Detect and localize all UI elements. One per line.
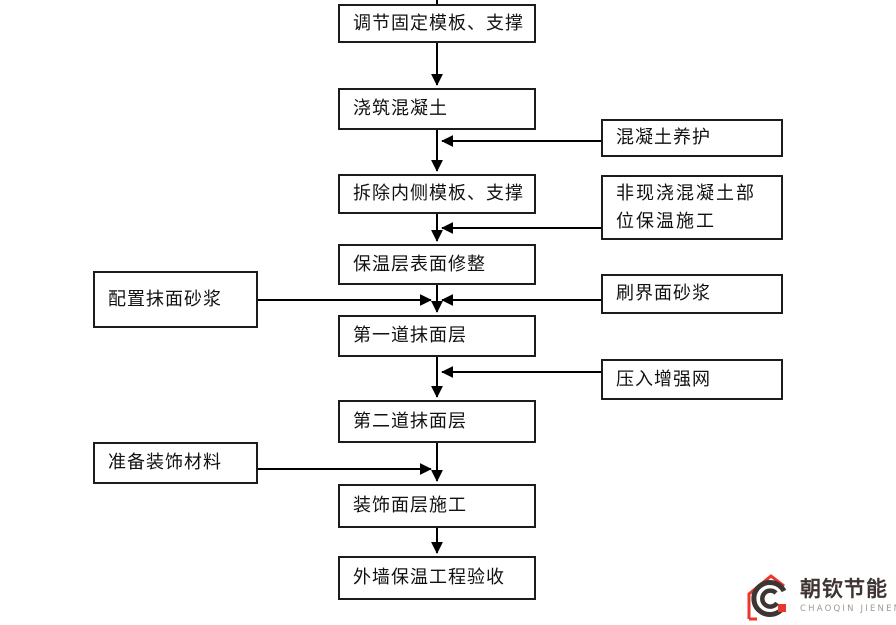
flow-node-noncast-insulation: 非现浇混凝土部 位保温施工 xyxy=(601,175,783,240)
logo-house-icon xyxy=(747,574,787,621)
flow-node-remove-inner-formwork: 拆除内侧模板、支撑 xyxy=(338,174,536,214)
company-logo: 朝钦节能 CHAOQIN JIENENG xyxy=(744,568,896,624)
logo-text-block: 朝钦节能 CHAOQIN JIENENG xyxy=(800,577,896,614)
flow-node-first-plaster-layer: 第一道抹面层 xyxy=(338,315,536,357)
flow-node-reinforcement-mesh: 压入增强网 xyxy=(601,359,783,400)
flow-node-prepare-decor-materials: 准备装饰材料 xyxy=(93,442,258,484)
flow-node-interface-mortar: 刷界面砂浆 xyxy=(601,274,783,314)
flow-node-decorative-layer-construction: 装饰面层施工 xyxy=(338,484,536,528)
flow-node-second-plaster-layer: 第二道抹面层 xyxy=(338,400,536,443)
flow-node-pour-concrete: 浇筑混凝土 xyxy=(338,88,536,130)
logo-title: 朝钦节能 xyxy=(800,577,888,602)
flow-node-prepare-plaster-mortar: 配置抹面砂浆 xyxy=(93,271,258,328)
flow-node-insulation-surface-trim: 保温层表面修整 xyxy=(338,244,536,285)
logo-subtitle: CHAOQIN JIENENG xyxy=(800,603,896,614)
flow-node-concrete-curing: 混凝土养护 xyxy=(601,119,783,157)
flow-node-insulation-acceptance: 外墙保温工程验收 xyxy=(338,556,536,600)
flow-node-adjust-formwork: 调节固定模板、支撑 xyxy=(338,4,536,43)
